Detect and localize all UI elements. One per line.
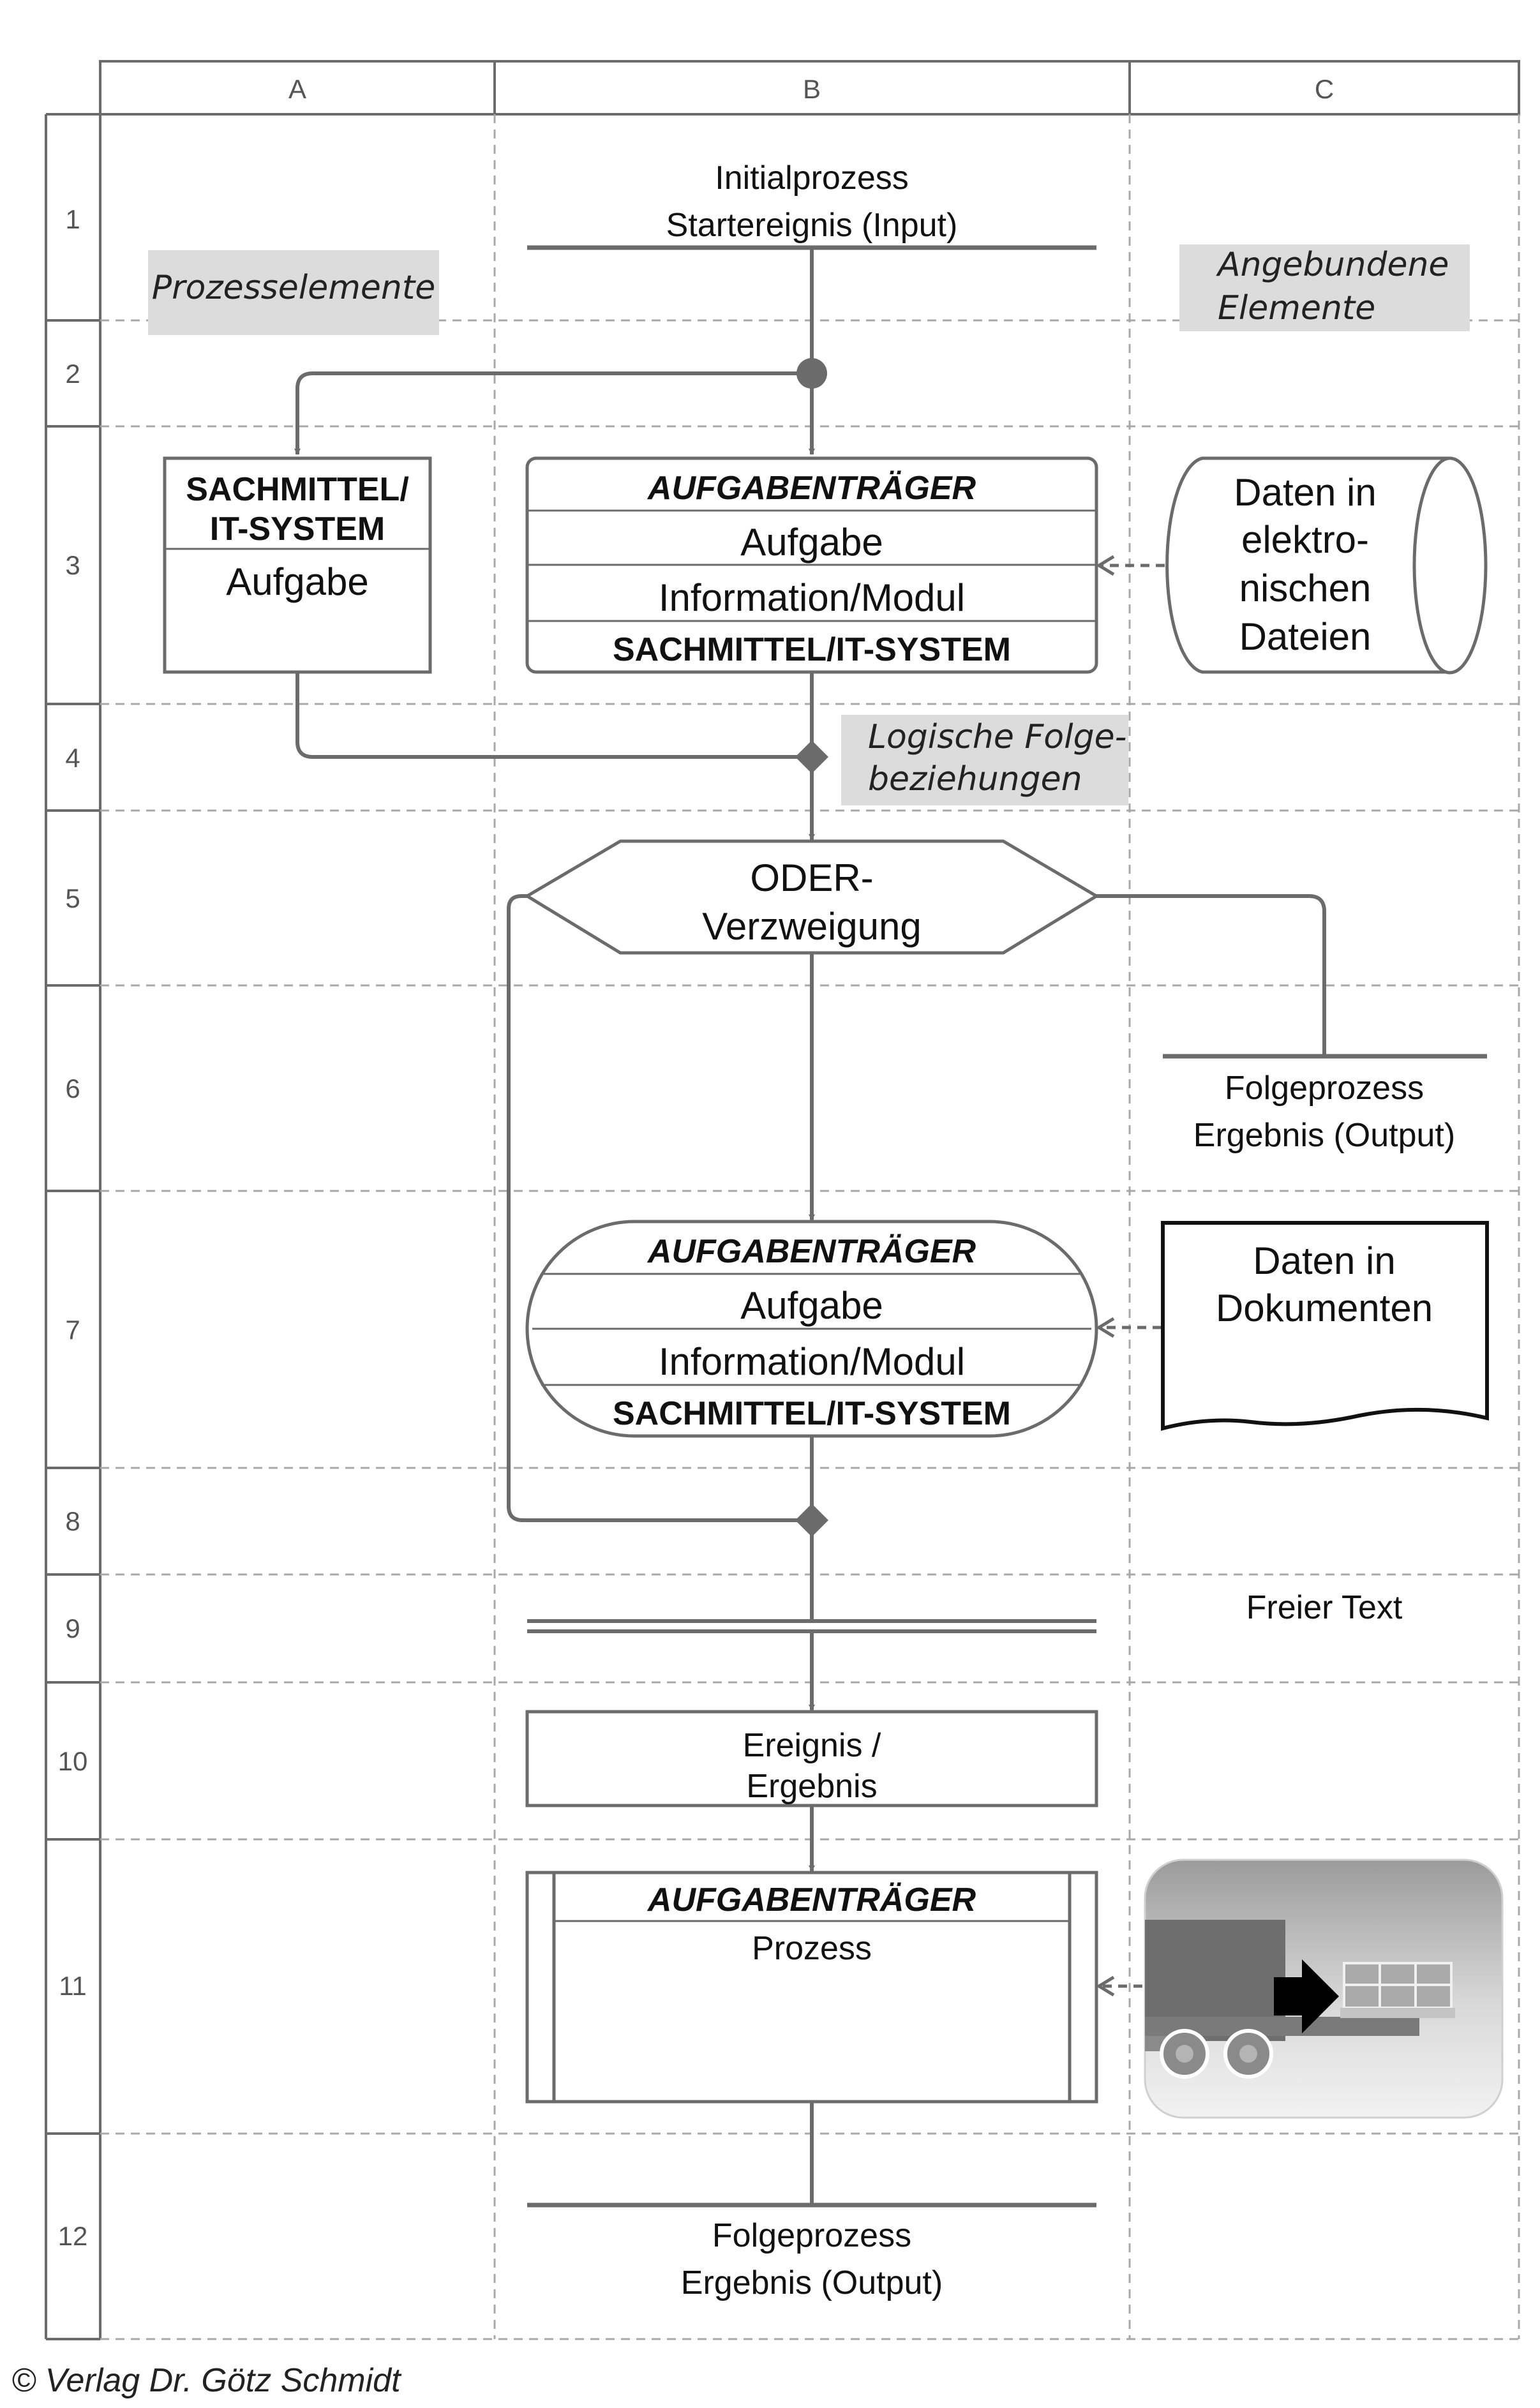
merge-diamond-lower (795, 1504, 828, 1537)
svg-text:Folgeprozess: Folgeprozess (1225, 1070, 1424, 1107)
svg-text:AUFGABENTRÄGER: AUFGABENTRÄGER (647, 1881, 976, 1918)
svg-text:Elemente: Elemente (1218, 289, 1375, 327)
svg-text:Startereignis (Input): Startereignis (Input) (666, 207, 958, 244)
task-b-box: AUFGABENTRÄGER Aufgabe Information/Modul… (525, 456, 1098, 674)
svg-text:Ergebnis (Output): Ergebnis (Output) (1193, 1117, 1455, 1154)
svg-text:elektro-: elektro- (1241, 518, 1369, 561)
svg-text:Logische Folge-: Logische Folge- (868, 718, 1126, 756)
task-a-box: SACHMITTEL/ IT-SYSTEM Aufgabe (163, 456, 432, 674)
svg-text:Prozess: Prozess (752, 1930, 872, 1967)
row-headers: 1 2 3 4 5 6 7 8 9 10 11 12 (58, 204, 88, 2251)
row-header-12: 12 (58, 2221, 88, 2251)
svg-text:Dateien: Dateien (1239, 615, 1372, 658)
row-header-4: 4 (65, 743, 80, 773)
svg-text:Information/Modul: Information/Modul (659, 1340, 965, 1383)
label-prozesselemente: Prozesselemente (148, 250, 439, 335)
row-header-7: 7 (65, 1315, 80, 1345)
label-angebundene-elemente: Angebundene Elemente (1179, 244, 1470, 331)
follow-process-right: Folgeprozess Ergebnis (Output) (1163, 1054, 1487, 1154)
oder-branch-hexagon: ODER- Verzweigung (524, 839, 1100, 955)
row-header-3: 3 (65, 550, 80, 580)
svg-text:Ergebnis (Output): Ergebnis (Output) (681, 2264, 943, 2301)
svg-text:Information/Modul: Information/Modul (659, 576, 965, 619)
svg-text:Ereignis /: Ereignis / (743, 1727, 881, 1764)
follow-process-bottom: Folgeprozess Ergebnis (Output) (527, 2202, 1096, 2301)
grid (45, 60, 1520, 2340)
attachment-connectors (1100, 564, 1165, 1988)
svg-text:Initialprozess: Initialprozess (715, 160, 908, 197)
svg-text:Ergebnis: Ergebnis (746, 1768, 877, 1805)
event-box: Ereignis / Ergebnis (525, 1710, 1098, 1807)
svg-text:beziehungen: beziehungen (868, 760, 1082, 798)
row-header-11: 11 (59, 1971, 87, 2001)
free-text: Freier Text (1246, 1589, 1403, 1626)
svg-text:IT-SYSTEM: IT-SYSTEM (210, 511, 385, 548)
column-header-b: B (803, 74, 821, 104)
svg-text:SACHMITTEL/IT-SYSTEM: SACHMITTEL/IT-SYSTEM (613, 1395, 1011, 1432)
attachment-arrowheads (1096, 555, 1115, 1997)
truck-icon (1144, 1858, 1504, 2119)
subprocess-box: AUFGABENTRÄGER Prozess (525, 1871, 1098, 2104)
column-header-c: C (1315, 74, 1334, 104)
svg-text:Verzweigung: Verzweigung (702, 905, 922, 948)
svg-text:Daten in: Daten in (1234, 471, 1376, 514)
free-text-marker (527, 1619, 1096, 1633)
svg-text:Prozesselemente: Prozesselemente (152, 269, 435, 307)
svg-text:Dokumenten: Dokumenten (1216, 1287, 1433, 1329)
svg-text:Daten in: Daten in (1253, 1239, 1395, 1282)
copyright-notice: © Verlag Dr. Götz Schmidt (11, 2362, 401, 2399)
svg-text:Folgeprozess: Folgeprozess (712, 2217, 911, 2254)
svg-text:Aufgabe: Aufgabe (226, 560, 369, 603)
column-header-a: A (288, 74, 306, 104)
row-header-9: 9 (65, 1613, 80, 1643)
svg-text:SACHMITTEL/: SACHMITTEL/ (186, 471, 409, 508)
svg-text:AUFGABENTRÄGER: AUFGABENTRÄGER (647, 1233, 976, 1270)
start-event: Initialprozess Startereignis (Input) (527, 160, 1096, 250)
row-header-1: 1 (65, 204, 80, 234)
datastore-cylinder: Daten in elektro- nischen Dateien (1165, 456, 1488, 675)
svg-text:Aufgabe: Aufgabe (740, 521, 883, 564)
svg-text:ODER-: ODER- (750, 856, 873, 899)
document-shape: Daten in Dokumenten (1161, 1221, 1489, 1431)
row-header-2: 2 (65, 359, 80, 389)
svg-text:AUFGABENTRÄGER: AUFGABENTRÄGER (647, 470, 976, 507)
column-headers: A B C (288, 74, 1334, 104)
row-header-8: 8 (65, 1506, 80, 1536)
svg-text:Angebundene: Angebundene (1216, 246, 1449, 284)
svg-text:SACHMITTEL/IT-SYSTEM: SACHMITTEL/IT-SYSTEM (613, 631, 1011, 668)
row-header-5: 5 (65, 883, 80, 913)
row-header-6: 6 (65, 1073, 80, 1103)
merge-diamond-upper (795, 740, 828, 774)
row-header-10: 10 (58, 1746, 88, 1776)
svg-text:Aufgabe: Aufgabe (740, 1284, 883, 1327)
label-logische-folgebeziehungen: Logische Folge- beziehungen (841, 715, 1128, 805)
connector-dot (796, 358, 827, 389)
svg-text:nischen: nischen (1239, 567, 1372, 609)
task-c-rounded-box: AUFGABENTRÄGER Aufgabe Information/Modul… (525, 1220, 1098, 1438)
